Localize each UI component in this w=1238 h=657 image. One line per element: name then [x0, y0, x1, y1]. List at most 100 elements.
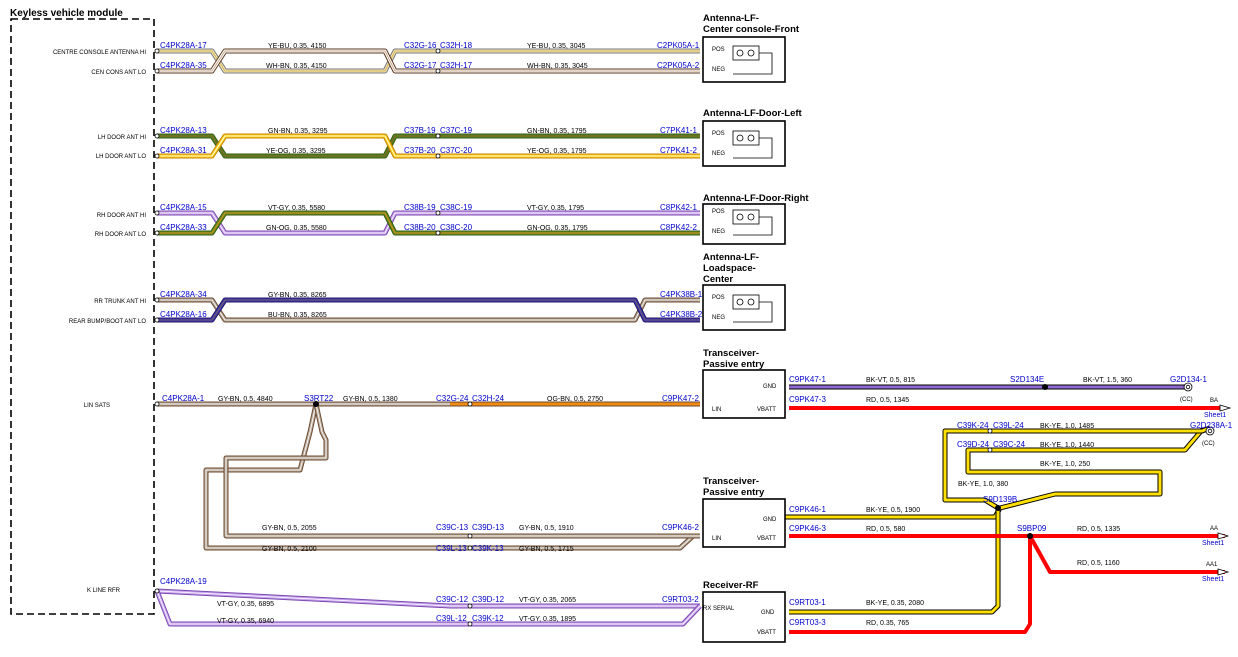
connector-label: C4PK28A-35 [160, 61, 207, 70]
pin-label: VBATT [757, 630, 776, 636]
connector-label: C4PK28A-31 [160, 146, 207, 155]
wire-spec: VT-GY, 0.35, 5580 [268, 205, 325, 212]
connector-label: C39C-13 [436, 523, 469, 532]
pin-end [154, 401, 160, 407]
wire-spec: BK-YE, 1.0, 250 [1040, 461, 1090, 468]
connector-label: G2D134-1 [1170, 375, 1207, 384]
pin-end [154, 48, 160, 54]
wire-spec: BK-VT, 0.5, 815 [866, 377, 915, 384]
pin-end [154, 230, 160, 236]
component-title: Loadspace- [703, 263, 756, 274]
connector-label: C4PK38B-2 [660, 310, 703, 319]
offsheet-ref: AA1 [1206, 562, 1218, 568]
ground-ref: (CC) [1202, 441, 1215, 447]
wire-lin-loop-inner [223, 403, 700, 539]
module-boundary [10, 18, 155, 615]
ground-ref: (CC) [1180, 397, 1193, 403]
pin-label: NEG [712, 229, 725, 235]
inline-connector [467, 401, 473, 407]
connector-label: C8PK42-1 [660, 203, 697, 212]
pin-end [154, 297, 160, 303]
connector-label: C4PK28A-19 [160, 577, 207, 586]
wire-spec: VT-GY, 0.35, 2065 [519, 597, 576, 604]
pin-label: NEG [712, 67, 725, 73]
signal-label: K LINE RFR [87, 588, 121, 594]
component-title: Receiver-RF [703, 580, 759, 591]
wire-spec: BU-BN, 0.35, 8265 [268, 312, 327, 319]
connector-label: C39D-24 [957, 440, 990, 449]
connector-label: S2D134E [1010, 375, 1044, 384]
connector-label: C37B-19 [404, 126, 436, 135]
transceiver-2-box [702, 498, 786, 548]
component-title: Center console-Front [703, 24, 800, 35]
wire-gn-og [157, 210, 700, 236]
antenna-loadspace-box [702, 284, 786, 331]
connector-label: S3RT22 [304, 394, 334, 403]
connector-label: C39D-13 [472, 523, 505, 532]
connector-label: C4PK28A-1 [162, 394, 205, 403]
offsheet-sheet-link[interactable]: Sheet1 [1202, 540, 1224, 547]
offsheet-sheet-link[interactable]: Sheet1 [1202, 576, 1224, 583]
component-title: Antenna-LF-Door-Right [703, 193, 809, 204]
wire-rd-recv [789, 536, 1032, 634]
wire-spec: BK-VT, 1.5, 360 [1083, 377, 1132, 384]
signal-label: CEN CONS ANT LO [91, 70, 146, 76]
connector-label: C39K-12 [472, 614, 504, 623]
connector-label: C39C-12 [436, 595, 469, 604]
signal-label: REAR BUMP/BOOT ANT LO [69, 319, 146, 325]
wire-spec: RD, 0.5, 1345 [866, 397, 909, 404]
connector-label: C4PK28A-17 [160, 41, 207, 50]
wire-spec: BK-YE, 1.0, 1485 [1040, 423, 1094, 430]
wire-spec: YE-OG, 0.35, 1795 [527, 148, 587, 155]
pin-end [154, 588, 160, 594]
wire-spec: GY-BN, 0.5, 1715 [519, 546, 574, 553]
connector-label: C4PK38B-1 [660, 290, 703, 299]
connector-label: C39K-24 [957, 421, 989, 430]
wire-spec: VT-GY, 0.35, 1795 [527, 205, 584, 212]
offsheet-sheet-link[interactable]: Sheet1 [1204, 412, 1226, 419]
pin-label: RX SERIAL [703, 606, 735, 612]
wire-spec: GY-BN, 0.35, 8265 [268, 292, 327, 299]
connector-label: C37C-19 [440, 126, 473, 135]
connector-label: S9D139B [983, 495, 1017, 504]
connector-label: C39K-13 [472, 544, 504, 553]
connector-label: C37B-20 [404, 146, 436, 155]
module-title: Keyless vehicle module [10, 8, 123, 19]
connector-label: C32H-18 [440, 41, 473, 50]
wire-spec: VT-GY, 0.35, 6940 [217, 618, 274, 625]
component-title: Antenna-LF- [703, 13, 759, 24]
offsheet-arrow-icon [1217, 532, 1230, 540]
wire-spec: OG-BN, 0.5, 2750 [547, 396, 603, 403]
wire-spec: GY-BN, 0.5, 2055 [262, 525, 317, 532]
wire-spec: WH-BN, 0.35, 4150 [266, 63, 327, 70]
connector-label: C4PK28A-15 [160, 203, 207, 212]
connector-label: C37C-20 [440, 146, 473, 155]
inline-connector [435, 133, 441, 139]
pin-label: GND [763, 517, 777, 523]
offsheet-arrow-icon [1217, 568, 1230, 576]
component-title: Antenna-LF- [703, 252, 759, 263]
connector-label: C39L-12 [436, 614, 467, 623]
wire-rd-aa1 [1028, 535, 1225, 574]
pin-end [154, 317, 160, 323]
splice-s2d134e [1042, 384, 1048, 390]
inline-connector [467, 621, 473, 627]
connector-label: C2PK05A-2 [657, 61, 700, 70]
signal-label: RH DOOR ANT HI [97, 213, 147, 219]
connector-label: S9BP09 [1017, 524, 1047, 533]
signal-label: LIN SATS [84, 403, 110, 409]
offsheet-arrow-icon [1219, 404, 1232, 412]
connector-label: C9PK46-3 [789, 524, 826, 533]
ground-icon [1185, 384, 1191, 390]
connector-label: C9RT03-1 [789, 598, 826, 607]
antenna-coil-icon [733, 301, 773, 323]
connector-label: C8PK42-2 [660, 223, 697, 232]
connector-label: C39C-24 [993, 440, 1026, 449]
connector-label: C39D-12 [472, 595, 505, 604]
wire-spec: RD, 0.35, 765 [866, 620, 909, 627]
pin-label: POS [712, 47, 725, 53]
inline-connector [987, 428, 993, 434]
pin-label: NEG [712, 315, 725, 321]
wire-spec: GN-OG, 0.35, 5580 [266, 225, 327, 232]
antenna-coil-icon [733, 52, 773, 75]
